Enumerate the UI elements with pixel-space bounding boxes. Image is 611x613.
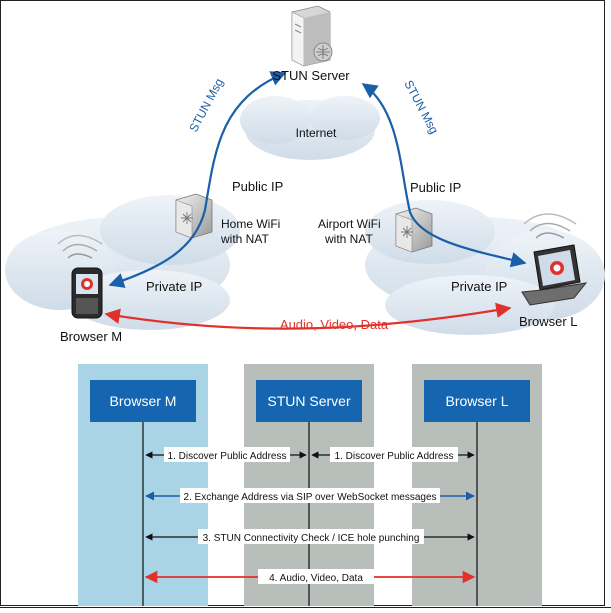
message-3-label: 3. STUN Connectivity Check / ICE hole pu… (203, 533, 420, 544)
bottom-border (0, 607, 611, 613)
media-link-label: Audio, Video, Data (280, 317, 389, 332)
lane-title-browser-m: Browser M (110, 393, 177, 409)
stun-msg-arrow-left (108, 71, 287, 288)
private-ip-right-label: Private IP (451, 279, 507, 294)
airport-nat-router-icon (395, 207, 433, 253)
message-1b-label: 1. Discover Public Address (335, 451, 454, 462)
message-2-label-bg (180, 488, 440, 503)
stun-msg-left-label: STUN Msg (186, 76, 226, 134)
public-ip-left-label: Public IP (232, 179, 283, 194)
home-wifi-label: Home WiFi (221, 217, 280, 231)
browser-l-label: Browser L (519, 314, 578, 329)
message-1a-label-bg (164, 447, 290, 462)
lane-header-browser-l (424, 380, 530, 422)
stun-server-label: STUN Server (272, 68, 350, 83)
stun-msg-right-label: STUN Msg (401, 78, 441, 136)
home-wifi-nat-label: with NAT (220, 232, 269, 246)
message-3-label-bg (198, 529, 424, 544)
lane-title-stun-server: STUN Server (267, 393, 351, 409)
message-4-label: 4. Audio, Video, Data (269, 573, 363, 584)
lane-header-browser-m (90, 380, 196, 422)
public-ip-right-label: Public IP (410, 180, 461, 195)
browser-m-label: Browser M (60, 329, 122, 344)
internet-label: Internet (296, 126, 337, 140)
media-link-arrow (104, 302, 512, 330)
server-icon (291, 5, 333, 67)
stun-msg-arrow-right (361, 83, 527, 268)
phone-icon (57, 234, 103, 319)
message-1b-label-bg (330, 447, 458, 462)
message-4-label-bg (258, 569, 374, 584)
message-2-label: 2. Exchange Address via SIP over WebSock… (183, 492, 436, 503)
airport-wifi-label: Airport WiFi (318, 217, 381, 231)
lane-header-stun-server (256, 380, 362, 422)
private-ip-left-label: Private IP (146, 279, 202, 294)
lane-title-browser-l: Browser L (445, 393, 508, 409)
airport-wifi-nat-label: with NAT (324, 232, 373, 246)
message-1a-label: 1. Discover Public Address (168, 451, 287, 462)
laptop-icon (521, 213, 588, 306)
